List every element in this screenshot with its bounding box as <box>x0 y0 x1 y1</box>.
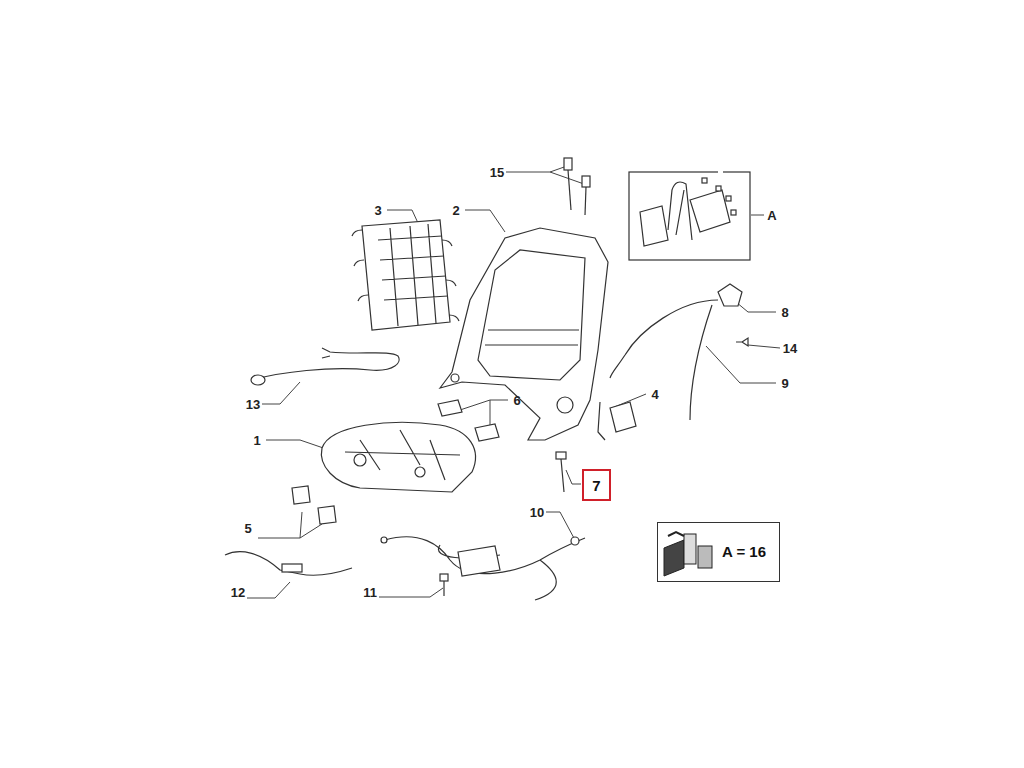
callout-number: 15 <box>490 166 504 179</box>
callout-number: 2 <box>452 204 459 217</box>
callout-number: 12 <box>231 586 245 599</box>
callout-number: 3 <box>374 204 381 217</box>
callout-number: 10 <box>530 506 544 519</box>
callout-number: 14 <box>783 342 797 355</box>
callout-number: 13 <box>246 398 260 411</box>
callout-number: A <box>767 209 776 222</box>
callout-number: 8 <box>781 306 788 319</box>
callout-number: 4 <box>651 388 658 401</box>
leader-lines <box>247 166 780 598</box>
kit-icon <box>664 532 712 576</box>
callout-number: 9 <box>781 377 788 390</box>
kit-quantity-box: A = 16 <box>657 522 780 582</box>
quantity-text: A = 16 <box>722 544 769 559</box>
callout-number: 11 <box>363 586 377 599</box>
callout-number: 5 <box>244 522 251 535</box>
callout-number: 1 <box>253 434 260 447</box>
callout-number: 6 <box>513 394 520 407</box>
highlight-box: 7 <box>582 469 611 501</box>
callout-number: 7 <box>592 478 601 493</box>
parts <box>225 158 750 600</box>
